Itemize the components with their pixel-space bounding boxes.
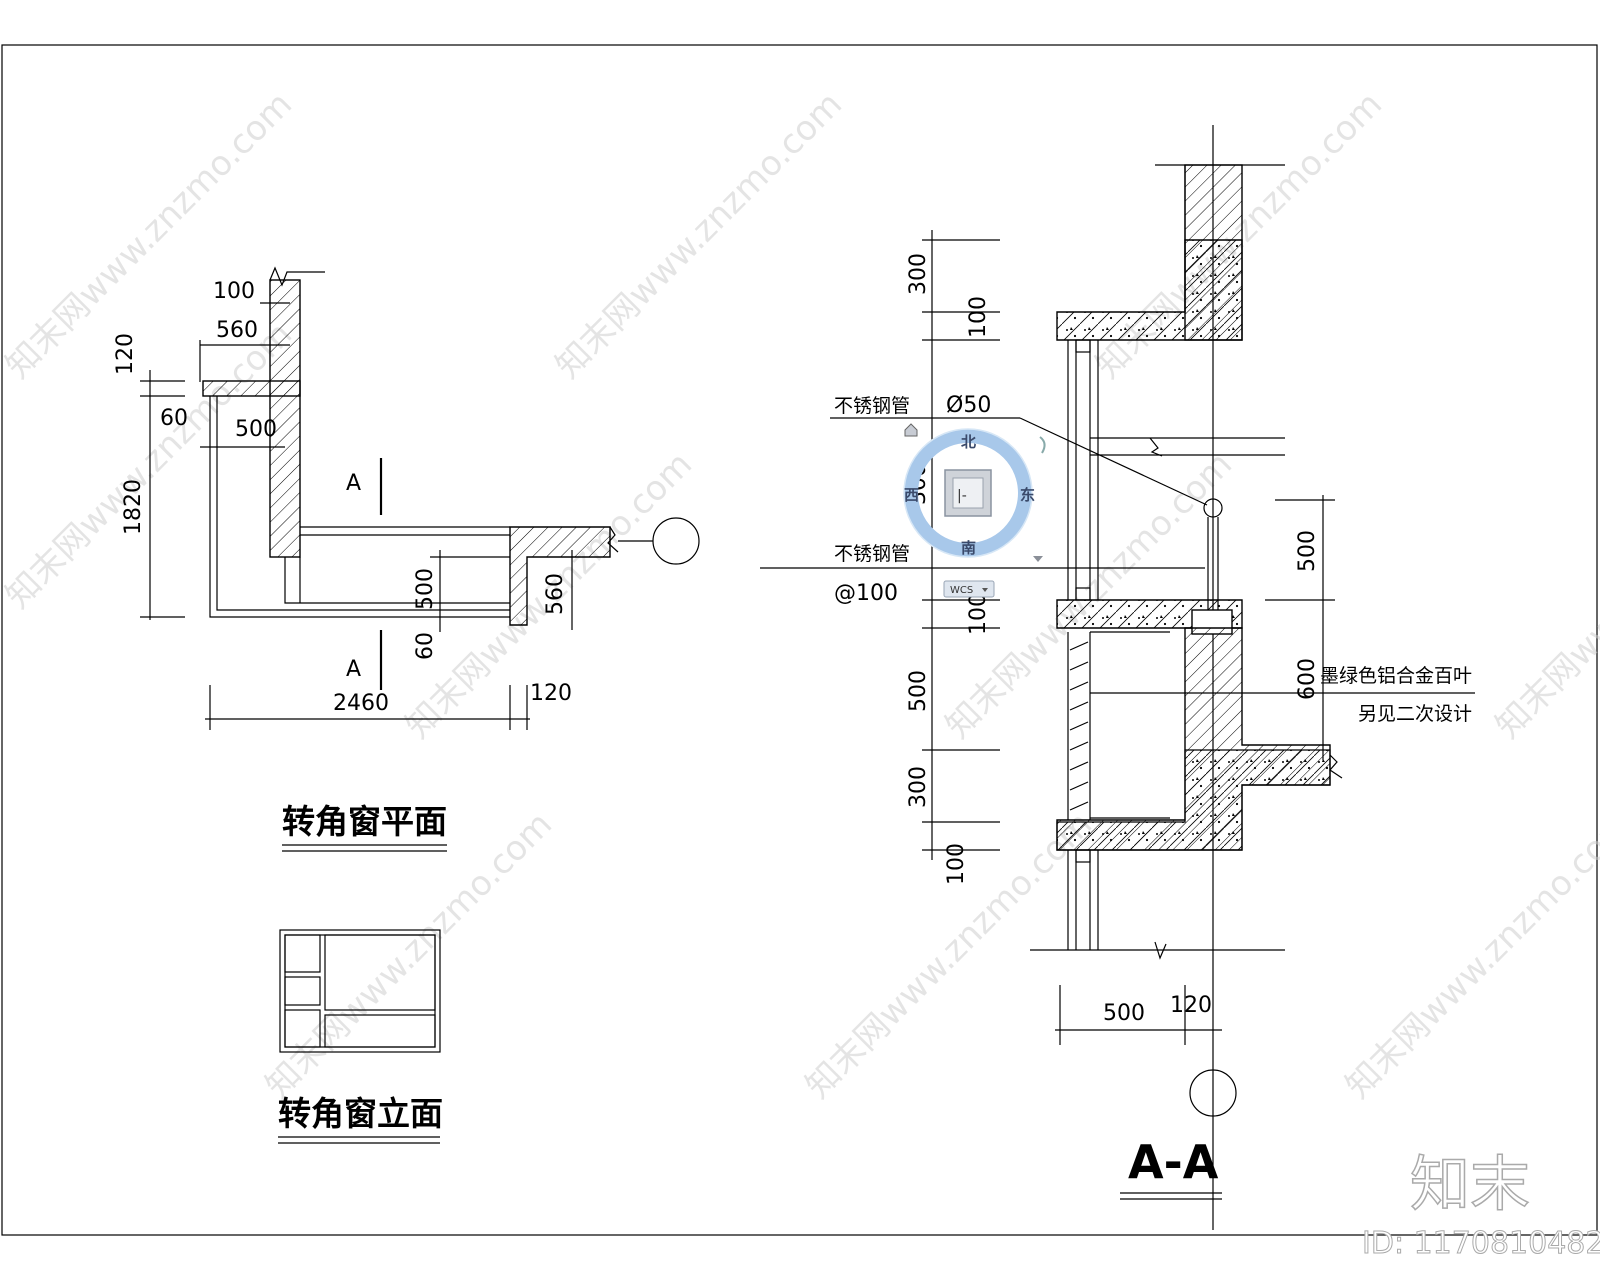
dim-300-low: 300 xyxy=(906,766,931,808)
brand-watermark: 知末 xyxy=(1410,1150,1530,1220)
plan-dim-120-bottom: 120 xyxy=(530,681,572,706)
plan-dim-100: 100 xyxy=(213,279,255,304)
watermark-group: 知末网www.znzmo.com 知末网www.znzmo.com 知末网www… xyxy=(0,84,1600,1106)
louver xyxy=(1069,641,1089,811)
plan-dim-560-top: 560 xyxy=(216,318,258,343)
plan-dim-1820: 1820 xyxy=(121,479,146,535)
dim-100-b: 100 xyxy=(966,593,991,635)
viewcube-north[interactable]: 北 xyxy=(961,433,976,451)
plan-dim-2460: 2460 xyxy=(333,691,389,716)
note-louver: 墨绿色铝合金百叶 xyxy=(1320,665,1472,687)
drawing-frame xyxy=(1,44,1598,1236)
watermark-8: 知末网www.znzmo.com xyxy=(258,804,560,1106)
section-marker-bottom: A xyxy=(346,657,361,682)
note-pipe-top-size: Ø50 xyxy=(946,393,991,418)
note-pipe-bottom: 不锈钢管 xyxy=(834,543,910,565)
image-id: ID: 1170810482 xyxy=(1362,1226,1600,1261)
plan-dim-500-mid: 500 xyxy=(413,568,438,610)
rotate-arrow-icon[interactable] xyxy=(1039,436,1046,454)
plan-wall xyxy=(269,279,301,558)
dim-right-500: 500 xyxy=(1295,530,1320,572)
plan-axis-bubble xyxy=(652,517,700,565)
plan-dim-60-left: 60 xyxy=(160,406,188,431)
dim-right-600: 600 xyxy=(1295,658,1320,700)
corner-window-elevation: 转角窗立面 xyxy=(278,929,443,1144)
viewcube-south[interactable]: 南 xyxy=(961,539,976,557)
section-title: A-A xyxy=(1128,1135,1219,1189)
plan-dim-560-right: 560 xyxy=(543,573,568,615)
wcs-label: WCS xyxy=(950,585,973,596)
dim-bottom-120: 120 xyxy=(1170,993,1212,1018)
dim-300-top: 300 xyxy=(906,253,931,295)
dim-bottom-500: 500 xyxy=(1103,1001,1145,1026)
viewcube-east[interactable]: 东 xyxy=(1020,486,1035,504)
viewcube-ring[interactable] xyxy=(904,429,1032,557)
plan-dim-120-left: 120 xyxy=(113,333,138,375)
note-pipe-top: 不锈钢管 xyxy=(834,395,910,417)
chevron-down-icon[interactable] xyxy=(1033,556,1043,562)
corner-window-plan: A A 100 560 500 120 60 1820 500 60 560 2… xyxy=(113,266,700,852)
watermark-2: 知末网www.znzmo.com xyxy=(548,84,850,386)
dim-100-a: 100 xyxy=(966,296,991,338)
note-louver-2: 另见二次设计 xyxy=(1358,703,1472,725)
dim-100-c: 100 xyxy=(944,843,969,885)
home-icon[interactable] xyxy=(904,423,918,437)
viewcube-face-glyph: |- xyxy=(957,488,967,504)
viewcube[interactable]: |- 北 南 东 西 WCS xyxy=(903,423,1046,598)
note-pipe-bottom-spacing: @100 xyxy=(834,581,898,606)
viewcube-west[interactable]: 西 xyxy=(904,486,919,504)
watermark-7: 知末网www.znzmo.com xyxy=(1488,444,1600,746)
section-axis-bubble xyxy=(1189,1069,1237,1117)
plan-dim-500-left: 500 xyxy=(235,417,277,442)
plan-title: 转角窗平面 xyxy=(282,802,447,841)
section-marker-top: A xyxy=(346,471,361,496)
plan-dim-60-mid: 60 xyxy=(413,632,438,660)
wcs-button[interactable]: WCS xyxy=(943,580,995,598)
section-a-a: 不锈钢管 Ø50 不锈钢管 @100 墨绿色铝合金百叶 另见二次设计 300 1… xyxy=(760,125,1475,1230)
elevation-title: 转角窗立面 xyxy=(278,1094,443,1133)
dim-500: 500 xyxy=(906,670,931,712)
plan-slab xyxy=(202,380,301,397)
wcs-dropdown-icon xyxy=(982,588,988,592)
watermark-10: 知末网www.znzmo.com xyxy=(1338,804,1600,1106)
